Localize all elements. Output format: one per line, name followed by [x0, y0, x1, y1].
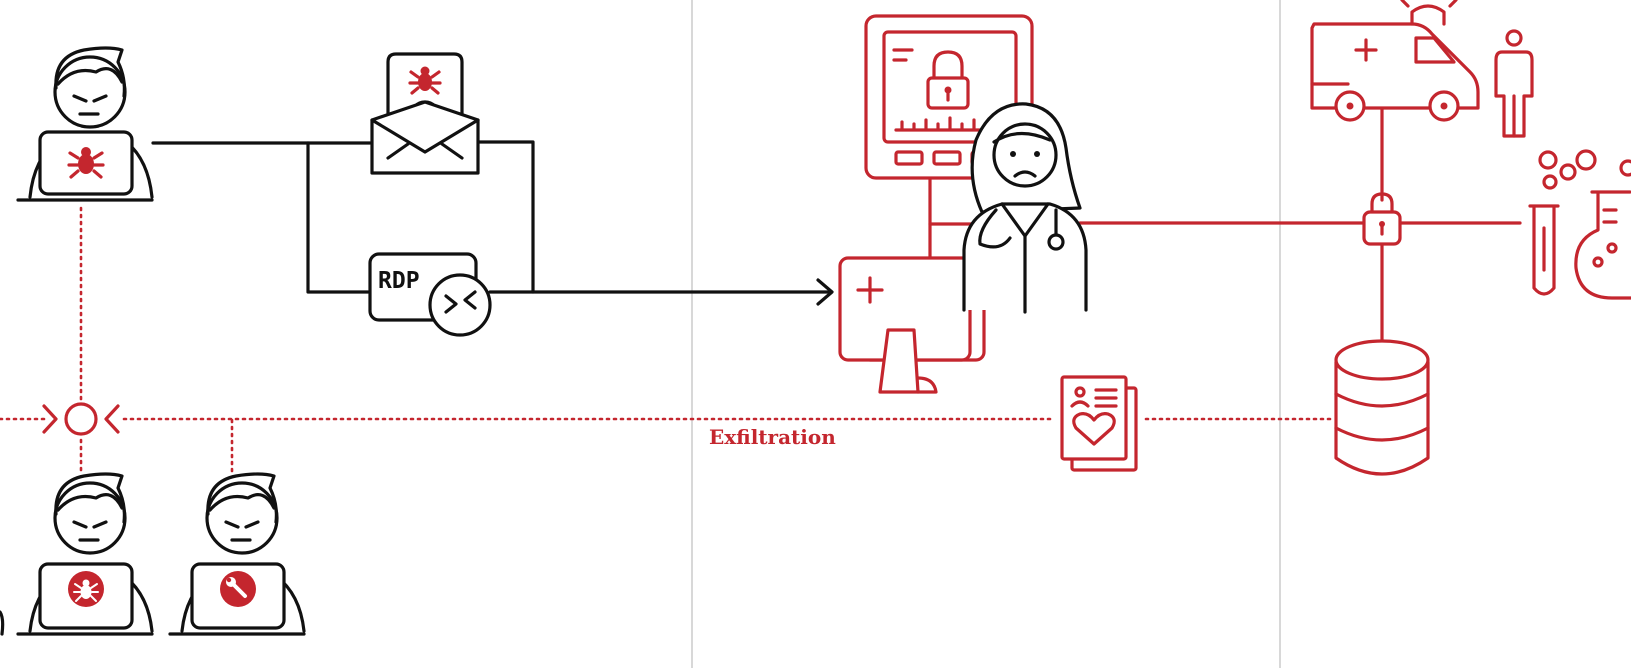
cropped-laptop-edge — [0, 610, 5, 636]
network-lock-icon — [1362, 192, 1402, 246]
phishing-email-icon — [370, 52, 480, 175]
hospital-network — [928, 106, 1522, 347]
medical-record-icon — [1060, 375, 1138, 472]
ambulance-icon — [1310, 0, 1480, 122]
hacker-with-malware-laptop-icon — [16, 472, 154, 636]
hacker-with-bug-laptop-icon — [16, 46, 154, 202]
bug-icon — [73, 579, 99, 602]
doctor-icon — [962, 102, 1088, 314]
exfiltration-path — [0, 206, 1332, 478]
bug-icon — [67, 147, 105, 179]
patient-icon — [1494, 29, 1534, 138]
database-icon — [1334, 339, 1430, 476]
lab-flasks-icon — [1528, 149, 1631, 300]
exfiltration-label: Exfiltration — [709, 425, 836, 449]
rdp-label: RDP — [378, 268, 420, 294]
rdp-remote-access-icon: RDP — [368, 252, 492, 337]
hacker-with-tool-laptop-icon — [168, 472, 306, 636]
medical-workstation-icon — [838, 256, 986, 394]
wrench-icon — [226, 577, 247, 598]
attack-path — [151, 140, 834, 306]
bug-icon — [408, 66, 442, 95]
collector-hub-icon — [64, 402, 98, 436]
